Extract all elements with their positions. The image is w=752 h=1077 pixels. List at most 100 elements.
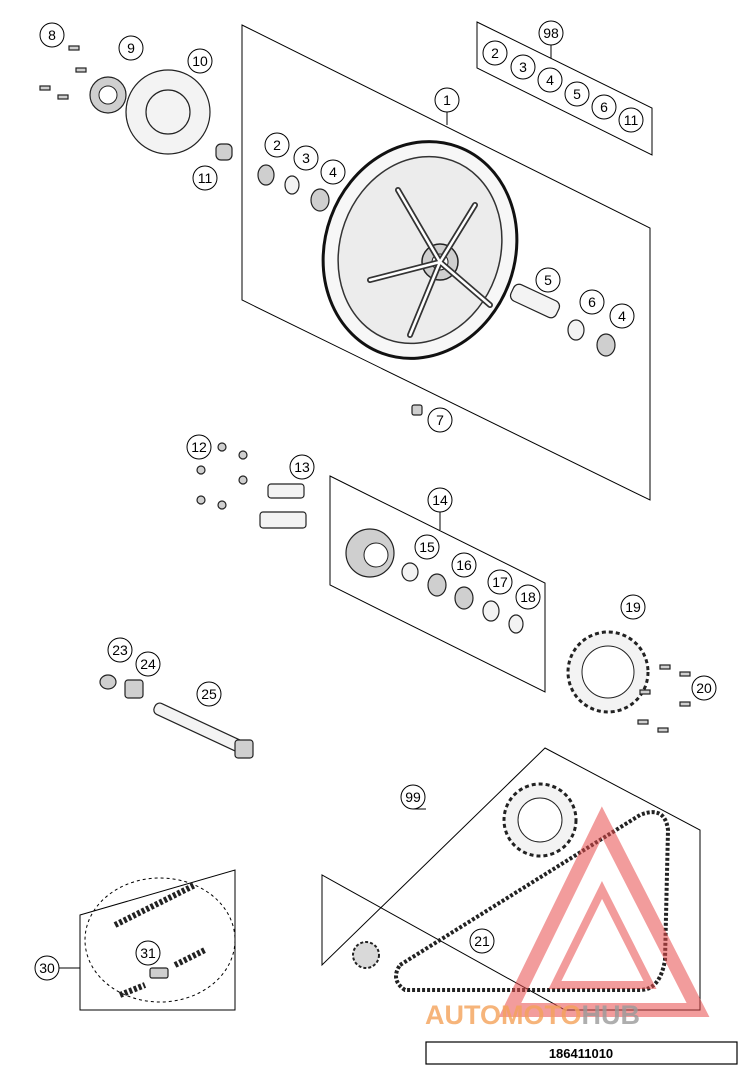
callout-circle bbox=[264, 132, 290, 158]
watermark-text-hub: HUB bbox=[582, 1000, 641, 1030]
sprocket-19 bbox=[566, 630, 650, 714]
callout-circle bbox=[427, 407, 453, 433]
callout-number: 3 bbox=[302, 150, 310, 166]
callout-c15: 15 bbox=[414, 534, 440, 560]
callout-number: 99 bbox=[405, 789, 421, 805]
callout-circle bbox=[107, 637, 133, 663]
callout-c13: 13 bbox=[289, 454, 315, 480]
axle-assembly bbox=[99, 674, 254, 759]
callout-number: 2 bbox=[273, 137, 281, 153]
callout-c19: 19 bbox=[620, 594, 646, 620]
chain-adjuster-24 bbox=[124, 679, 144, 699]
ring-17 bbox=[482, 600, 500, 622]
callout-circle bbox=[538, 20, 564, 46]
spacer-18 bbox=[508, 614, 524, 634]
bolts-20 bbox=[637, 664, 691, 733]
callout-number: 20 bbox=[696, 680, 712, 696]
callout-c5: 5 bbox=[535, 267, 561, 293]
callout-number: 10 bbox=[192, 53, 208, 69]
callout-circle bbox=[192, 165, 218, 191]
callout-circle bbox=[691, 675, 717, 701]
callout-c2: 2 bbox=[264, 132, 290, 158]
bolts-8 bbox=[39, 45, 87, 100]
dampers-13 bbox=[259, 483, 307, 529]
callout-c99: 99 bbox=[400, 784, 426, 810]
callout-circle bbox=[482, 40, 508, 66]
callout-circle bbox=[579, 289, 605, 315]
callout-number: 4 bbox=[546, 72, 554, 88]
callout-circle bbox=[293, 145, 319, 171]
callout-number: 7 bbox=[436, 412, 444, 428]
callout-circle bbox=[434, 87, 460, 113]
callout-number: 5 bbox=[544, 272, 552, 288]
callout-number: 11 bbox=[624, 112, 639, 128]
callout-c20: 20 bbox=[691, 675, 717, 701]
callout-number: 21 bbox=[474, 933, 490, 949]
ring-6 bbox=[567, 319, 585, 341]
nut-23 bbox=[99, 674, 117, 690]
callout-c7: 7 bbox=[427, 407, 453, 433]
chain-kit-frame bbox=[79, 869, 236, 1011]
callout-number: 4 bbox=[618, 308, 626, 324]
callout-c98: 98 bbox=[538, 20, 564, 46]
callout-c14: 14 bbox=[427, 487, 453, 513]
callout-c98-2: 2 bbox=[482, 40, 508, 66]
callout-number: 2 bbox=[491, 45, 499, 61]
spacer-sleeve-5 bbox=[509, 283, 561, 319]
callout-circle bbox=[135, 940, 161, 966]
callout-c23: 23 bbox=[107, 637, 133, 663]
callout-c12: 12 bbox=[186, 434, 212, 460]
callout-circle bbox=[186, 434, 212, 460]
callout-number: 8 bbox=[48, 27, 56, 43]
callout-circle bbox=[535, 267, 561, 293]
callout-circle bbox=[34, 955, 60, 981]
callout-circle bbox=[591, 94, 617, 120]
callout-circle bbox=[135, 651, 161, 677]
callout-c30: 30 bbox=[34, 955, 60, 981]
callout-c16: 16 bbox=[451, 552, 477, 578]
watermark: AUTOMOTOHUB bbox=[425, 806, 710, 1030]
callout-circle bbox=[618, 107, 644, 133]
group-outlines bbox=[79, 21, 701, 1011]
callout-labels: 8910119823456111234564712131415161718192… bbox=[34, 20, 717, 981]
callout-circle bbox=[427, 487, 453, 513]
callout-number: 6 bbox=[600, 99, 608, 115]
callout-c31: 31 bbox=[135, 940, 161, 966]
hub-assembly-14 bbox=[345, 528, 524, 634]
callout-c3: 3 bbox=[293, 145, 319, 171]
callout-circle bbox=[289, 454, 315, 480]
callout-c1: 1 bbox=[434, 87, 460, 113]
callout-number: 13 bbox=[294, 459, 310, 475]
nuts-12 bbox=[196, 442, 248, 510]
callout-circle bbox=[609, 303, 635, 329]
callout-number: 17 bbox=[492, 574, 508, 590]
watermark-text-automoto: AUTOMOTO bbox=[425, 1000, 582, 1030]
callout-circle bbox=[414, 534, 440, 560]
callout-circle bbox=[487, 569, 513, 595]
kit-98-frame bbox=[476, 21, 653, 156]
chain-30 bbox=[113, 882, 207, 998]
callout-circle bbox=[510, 54, 536, 80]
callout-circle bbox=[196, 681, 222, 707]
chain-kit-99 bbox=[352, 782, 671, 992]
callout-c11a: 11 bbox=[192, 165, 218, 191]
callout-number: 1 bbox=[443, 92, 451, 108]
callout-number: 16 bbox=[456, 557, 472, 573]
callout-number: 24 bbox=[140, 656, 156, 672]
bearing-4b bbox=[596, 333, 616, 357]
rear-wheel-1 bbox=[321, 140, 519, 360]
callout-c4b: 4 bbox=[609, 303, 635, 329]
callout-c98-4: 4 bbox=[537, 67, 563, 93]
callout-number: 23 bbox=[112, 642, 128, 658]
callout-c10: 10 bbox=[187, 48, 213, 74]
master-link-31 bbox=[149, 967, 169, 979]
callout-number: 4 bbox=[329, 164, 337, 180]
callout-c8: 8 bbox=[39, 22, 65, 48]
bearing-16b bbox=[454, 586, 474, 610]
callout-number: 12 bbox=[191, 439, 207, 455]
bearing-4a bbox=[310, 188, 330, 212]
callout-c21: 21 bbox=[469, 928, 495, 954]
callout-c6: 6 bbox=[579, 289, 605, 315]
callout-number: 9 bbox=[127, 40, 135, 56]
callout-c98-6: 6 bbox=[591, 94, 617, 120]
